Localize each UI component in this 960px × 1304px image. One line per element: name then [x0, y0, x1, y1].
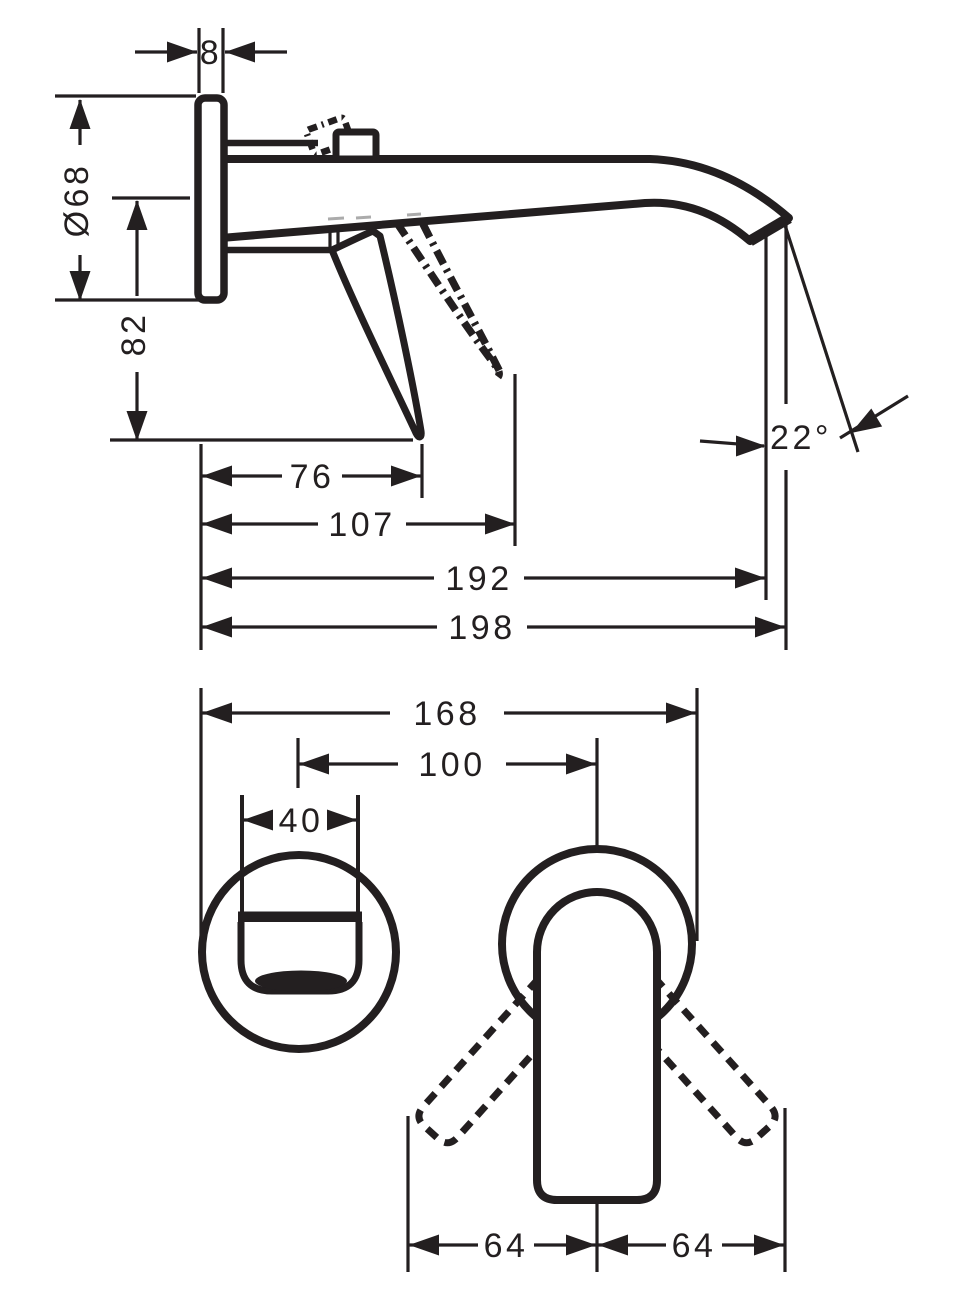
dim-center-distance: 100: [418, 746, 485, 784]
lever-handle-front: [533, 888, 661, 1204]
front-view-dimensions: 168 100 40 64 64: [199, 688, 787, 1272]
open-position-lever-inner-edge: [419, 222, 504, 374]
arrowhead: [126, 200, 148, 230]
arrowhead: [126, 411, 148, 441]
lever-handle-side: [328, 227, 425, 441]
open-position-lever-outer-edge: [393, 220, 503, 380]
arrowhead: [391, 465, 421, 487]
dim-lever-reach: 76: [290, 458, 335, 496]
dim-escutcheon-diameter: Ø68: [58, 163, 96, 238]
wall-plate-side: [194, 94, 228, 304]
overall-width-extension-lines: [199, 688, 699, 946]
side-view-dimensions: 8 Ø68 82 76 107 192: [55, 28, 909, 650]
arrowhead: [566, 753, 596, 775]
arrowhead: [167, 41, 197, 63]
arrowhead: [243, 809, 273, 831]
arrowhead: [736, 435, 766, 457]
dim-center-to-lever-tip: 82: [115, 312, 153, 357]
dim-swing-left: 64: [484, 1227, 529, 1265]
arrowhead: [735, 567, 765, 589]
arrowhead: [202, 567, 232, 589]
swing-extension-lines: [406, 1108, 787, 1272]
arrowhead: [202, 702, 232, 724]
arrowhead: [202, 513, 232, 535]
dim-outlet-angle: 22°: [770, 419, 832, 457]
side-view: [194, 94, 793, 441]
dim-overall-width: 168: [413, 695, 480, 733]
dim-spout-reach: 198: [448, 609, 515, 647]
spout-body: [217, 155, 793, 245]
center-distance-extension-lines: [296, 738, 599, 851]
spout-escutcheon-front: [198, 851, 400, 1053]
arrowhead: [69, 271, 91, 301]
arrowhead: [598, 1234, 628, 1256]
arrowhead: [409, 1234, 439, 1256]
arrowhead: [225, 41, 255, 63]
arrowhead: [327, 809, 357, 831]
arrowhead: [755, 616, 785, 638]
arrowhead: [299, 753, 329, 775]
aerator-opening: [255, 970, 347, 992]
arrowhead: [202, 465, 232, 487]
escutcheon-diameter-ticks: [55, 94, 216, 302]
outlet-angle-line: [781, 218, 860, 453]
front-view: [198, 795, 779, 1204]
mixer-knob: [332, 128, 380, 163]
dim-plate-thickness: 8: [200, 34, 222, 72]
arrowhead: [666, 702, 696, 724]
arrowhead: [202, 616, 232, 638]
arrowhead: [566, 1234, 596, 1256]
arrowhead: [69, 99, 91, 129]
plate-thickness-extension-lines: [197, 28, 225, 93]
dim-swing-right: 64: [672, 1227, 717, 1265]
dim-outlet-reach: 192: [445, 560, 512, 598]
dim-open-lever-reach: 107: [328, 506, 395, 544]
arrowhead: [485, 513, 515, 535]
hidden-lever-edge-dashes: [327, 212, 422, 221]
spout-tube-sides: [240, 795, 360, 913]
lever-mount-lines: [328, 229, 340, 250]
dim-spout-width: 40: [279, 802, 324, 840]
arrowhead: [754, 1234, 784, 1256]
